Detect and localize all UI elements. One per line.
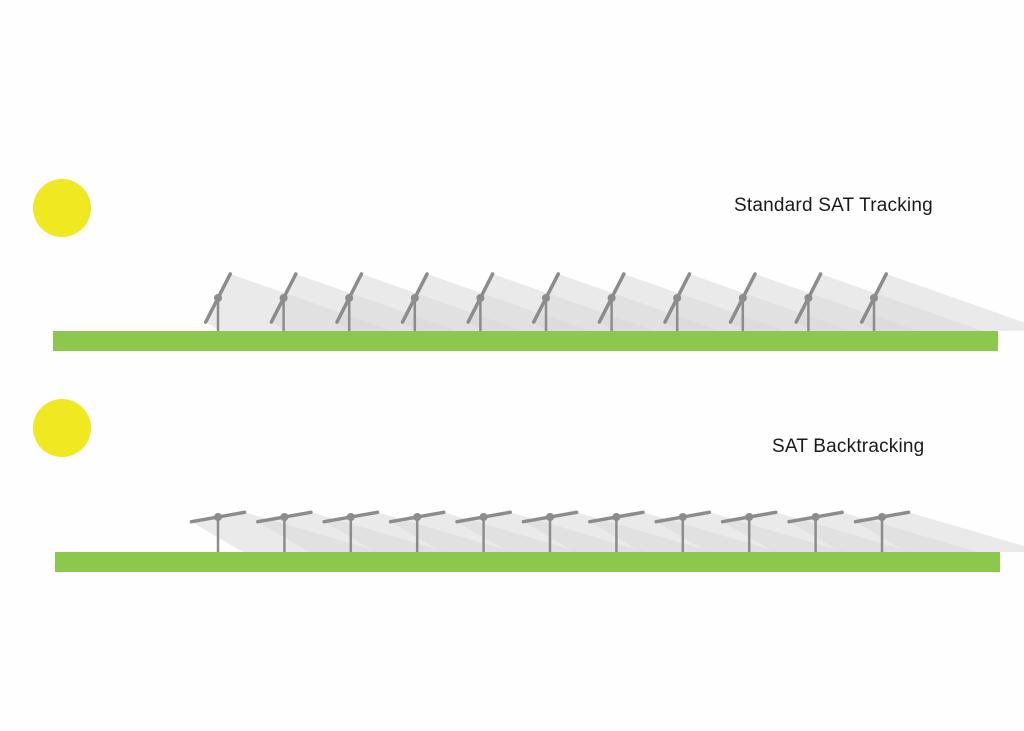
tracker-pivot [542,294,550,302]
tracker-pivot [280,513,289,521]
tracker-pivot [870,294,878,302]
tracker-pivot [745,513,754,521]
tracker-pivot [738,294,747,302]
tracker-pivot [479,513,488,521]
tracker-pivot [678,513,687,521]
tracker-pivot [804,294,813,302]
panel-shadow [855,512,1024,552]
tracker-pivot [214,294,222,302]
ground-strip [55,552,1000,572]
tracker-pivot [214,513,222,521]
tracker-pivot [811,513,820,521]
tracker-pivot [345,294,354,302]
standard-tracking-scene [53,272,1024,351]
tracker-pivot [410,294,419,302]
shadow-layer [191,512,1024,552]
shadow-layer [205,273,1024,331]
tracker-pivot [413,513,422,521]
sun-icon [33,179,91,237]
tracker-pivot [279,294,288,302]
tracker-pivot [607,294,616,302]
tracker-pivot [546,513,554,521]
scene-title-backtracking: SAT Backtracking [772,436,925,457]
tracker-pivot [476,294,485,302]
backtracking-scene [55,510,1024,572]
sun-icon [33,399,91,457]
ground-strip [53,331,998,351]
tracker-pivot [612,513,621,521]
panel-shadow [861,273,1024,331]
tracker-layer [189,510,911,552]
tracker-pivot [673,294,682,302]
scene-title-standard: Standard SAT Tracking [734,195,933,216]
tracker-layer [203,272,889,331]
tracker-pivot [346,513,355,521]
tracker-pivot [878,513,886,521]
